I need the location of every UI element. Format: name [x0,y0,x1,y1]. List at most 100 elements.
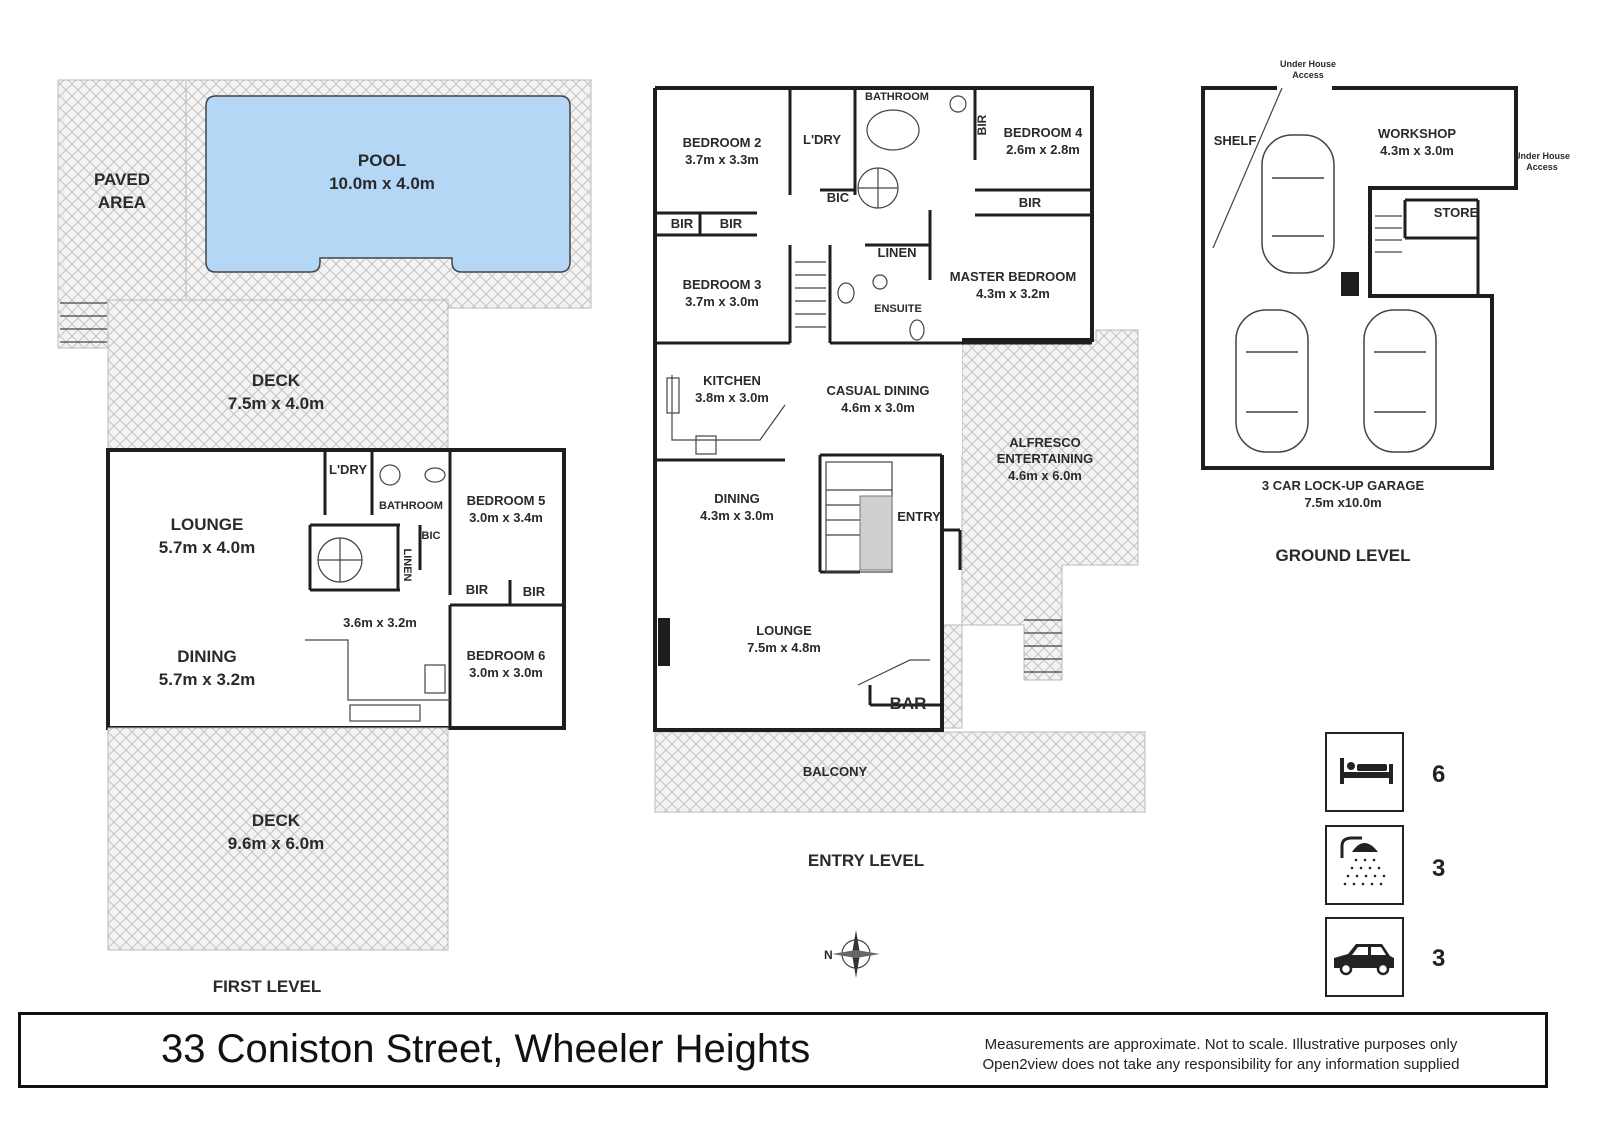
bir-label-e1: BIR [671,216,694,231]
disclaimer-line-2: Open2view does not take any responsibili… [982,1056,1460,1073]
bedroom6-name: BEDROOM 6 [467,648,546,663]
dining-name-e: DINING [714,491,760,506]
ground-level-walls [1403,198,1480,296]
beds-count: 6 [1432,761,1445,788]
alfresco-size: 4.6m x 6.0m [1008,468,1082,483]
baths-count: 3 [1432,855,1445,882]
garage-outline [1201,86,1518,470]
kitchen-name-e: KITCHEN [703,373,761,388]
dining-size-e: 4.3m x 3.0m [700,508,774,523]
bedroom6-size: 3.0m x 3.0m [469,665,543,680]
entry-level-plan: BEDROOM 2 3.7m x 3.3m BIR BIR BEDROOM 3 … [653,86,1146,870]
disclaimer-line-1: Measurements are approximate. Not to sca… [984,1036,1458,1053]
shower-icon [1340,836,1386,886]
bed-icon [1340,758,1393,784]
entry-level-walls [655,88,1092,707]
bedroom5-name: BEDROOM 5 [467,493,546,508]
alfresco-area [941,329,1139,729]
deck-top-name: DECK [252,371,301,390]
lounge-name: LOUNGE [171,515,244,534]
car-outline-3 [1363,309,1437,453]
disclaimer: Measurements are approximate. Not to sca… [981,1035,1461,1075]
steps-left [60,302,107,343]
casual-dining-name: CASUAL DINING [826,383,929,398]
pool-shape [205,95,571,273]
pool-size: 10.0m x 4.0m [329,174,435,193]
cars-count: 3 [1432,945,1445,972]
bathroom-label: BATHROOM [379,500,443,512]
deck-bottom-area [107,727,449,951]
garage-name: 3 CAR LOCK-UP GARAGE [1262,478,1425,493]
under-house-access-right-1: Under House [1514,151,1570,161]
bedroom4-size: 2.6m x 2.8m [1006,142,1080,157]
dining-size: 5.7m x 3.2m [159,670,255,689]
ensuite-label: ENSUITE [874,303,922,315]
car-icon [1334,944,1394,976]
dining-name: DINING [177,647,237,666]
bir-label-e2: BIR [720,216,743,231]
lounge-size-e: 7.5m x 4.8m [747,640,821,655]
paved-area-label-1: PAVED [94,170,150,189]
car-outline-1 [1261,134,1335,274]
first-level-title: FIRST LEVEL [213,977,322,996]
ground-level-plan: Under House Access Under House Access SH… [1201,59,1570,565]
bir-label-e4: BIR [1019,195,1042,210]
summary-beds: 6 [1325,732,1445,812]
first-level-plan: PAVED AREA POOL 10.0m x 4.0m DECK 7.5m x… [57,79,592,996]
balcony-area [654,731,1146,813]
laundry-label-e: L'DRY [803,132,841,147]
kitchen-size: 3.6m x 3.2m [343,615,417,630]
bedroom2-size: 3.7m x 3.3m [685,152,759,167]
under-house-access-right-2: Access [1526,162,1558,172]
compass-letter: N [824,948,833,962]
laundry-label: L'DRY [329,462,367,477]
shelf-label: SHELF [1214,133,1257,148]
under-house-access-top-1: Under House [1280,59,1336,69]
under-house-access-top-2: Access [1292,70,1324,80]
alfresco-name-1: ALFRESCO [1009,435,1081,450]
workshop-size: 4.3m x 3.0m [1380,143,1454,158]
lounge-size: 5.7m x 4.0m [159,538,255,557]
alfresco-name-2: ENTERTAINING [997,451,1094,466]
ground-level-title: GROUND LEVEL [1275,546,1410,565]
deck-top-area [107,299,449,451]
entry-label: ENTRY [897,509,941,524]
deck-bottom-size: 9.6m x 6.0m [228,834,324,853]
workshop-name: WORKSHOP [1378,126,1456,141]
linen-label: LINEN [401,549,413,582]
bedroom4-name: BEDROOM 4 [1004,125,1084,140]
bir-label-1: BIR [466,582,489,597]
bedroom5-size: 3.0m x 3.4m [469,510,543,525]
master-size: 4.3m x 3.2m [976,286,1050,301]
casual-dining-size: 4.6m x 3.0m [841,400,915,415]
summary-baths: 3 [1325,825,1445,905]
master-name: MASTER BEDROOM [950,269,1076,284]
paved-area-label-2: AREA [98,193,146,212]
property-address: 33 Coniston Street, Wheeler Heights [161,1027,811,1071]
entry-level-title: ENTRY LEVEL [808,851,924,870]
bedroom2-name: BEDROOM 2 [683,135,762,150]
bir-label-e3: BIR [975,114,989,135]
bic-label: BIC [422,530,441,542]
pool-name: POOL [358,151,406,170]
kitchen-size-e: 3.8m x 3.0m [695,390,769,405]
bedroom3-size: 3.7m x 3.0m [685,294,759,309]
bir-label-2: BIR [523,584,546,599]
deck-bottom-name: DECK [252,811,301,830]
summary-cars: 3 [1325,917,1445,997]
linen-label-e: LINEN [878,245,917,260]
bedroom3-name: BEDROOM 3 [683,277,762,292]
bic-label-e: BIC [827,190,850,205]
store-label: STORE [1434,205,1479,220]
bathroom-label-e: BATHROOM [865,91,929,103]
compass-icon: N [824,930,880,978]
entry-level-house [655,88,1092,730]
bar-label: BAR [890,694,927,713]
garage-size: 7.5m x10.0m [1304,495,1381,510]
lounge-name-e: LOUNGE [756,623,812,638]
first-level-walls [308,450,564,728]
footer-banner: 33 Coniston Street, Wheeler Heights Meas… [18,1012,1548,1088]
deck-top-size: 7.5m x 4.0m [228,394,324,413]
car-outline-2 [1235,309,1309,453]
